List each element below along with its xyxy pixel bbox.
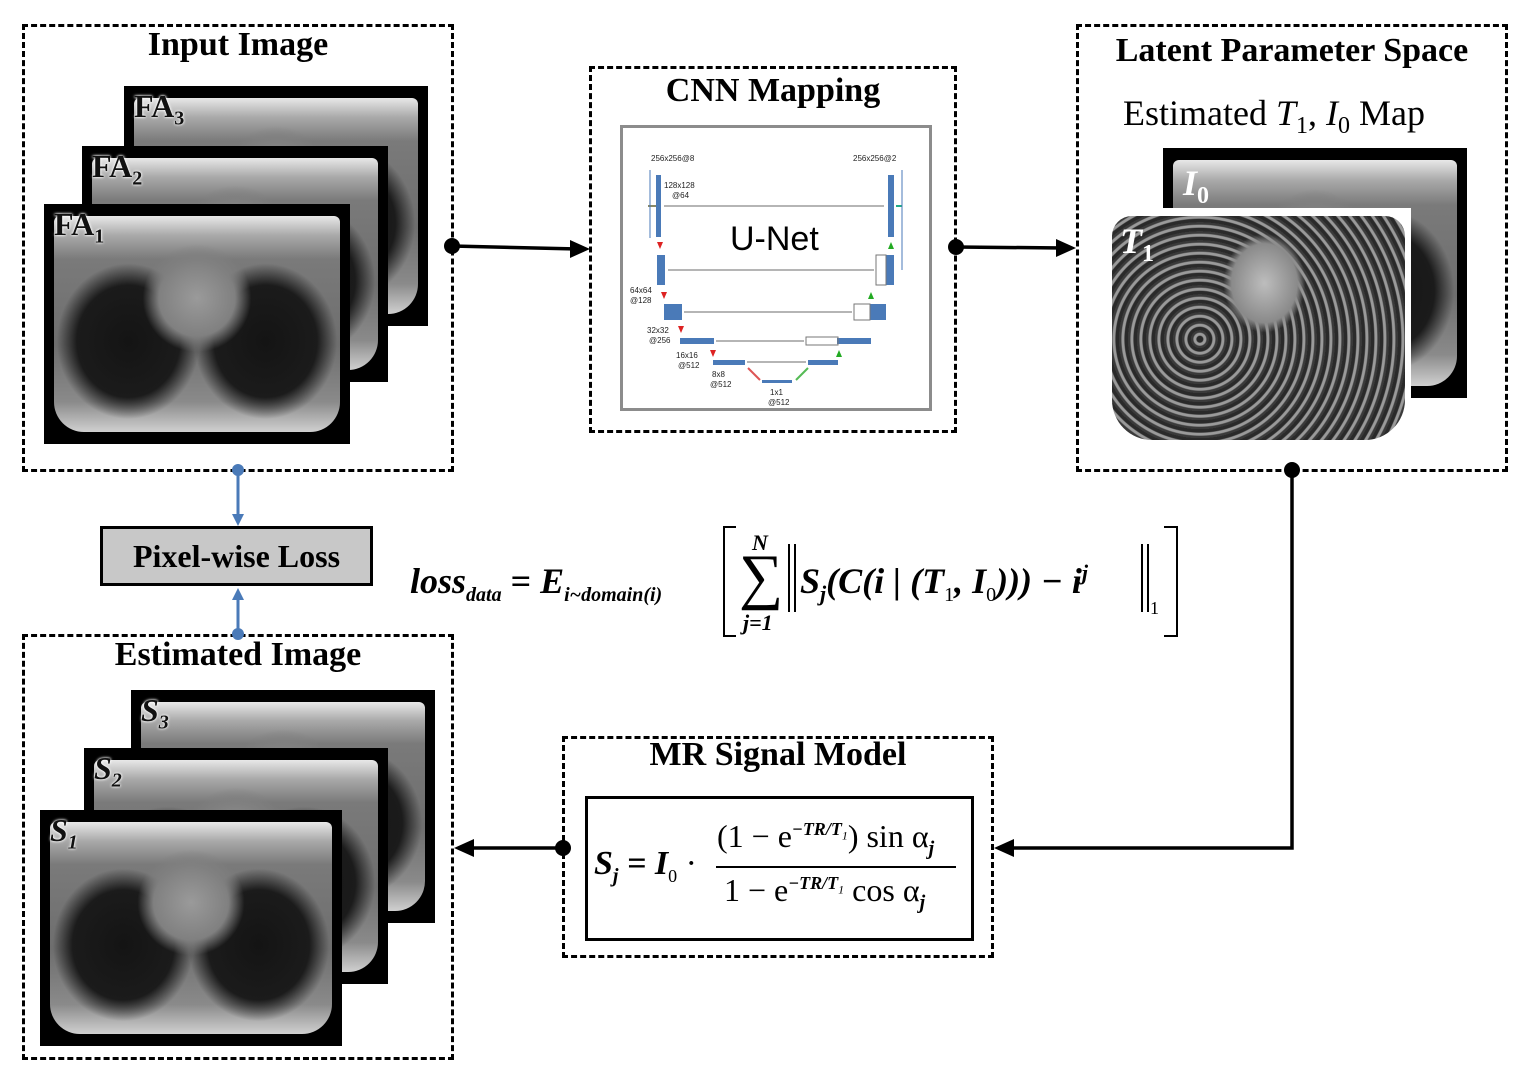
s1-sub: 1 [67,831,78,854]
loss-sum-top: N [752,530,768,555]
fa2-sub: 2 [132,167,143,190]
latent-space-title: Latent Parameter Space [1115,32,1469,69]
dim-16-ch: @512 [678,361,700,370]
s2-sub: 2 [111,769,122,792]
cnn-to-latent-arrow [955,245,1065,250]
loss-E-sub: i~domain(i) [564,584,663,607]
cnn-mapping-title: CNN Mapping [665,72,881,109]
sig-num-sup-sub: 1 [841,828,848,843]
input-image-title: Input Image [147,26,329,63]
est-prefix: Estimated [1123,93,1276,133]
est-i: I [1326,93,1338,133]
dim-256-in: 256x256@8 [651,154,695,163]
estimated-image-title: Estimated Image [114,636,362,673]
dim-128-ch: @64 [672,191,690,200]
loss-lhs-sub: data [466,584,502,607]
t1-sub: 1 [1142,241,1154,268]
est-t: T [1275,93,1296,133]
sig-num-tail-sub: j [928,837,935,860]
sig-num-tail: ) sin α [847,818,929,854]
loss-lhs: loss [410,561,467,601]
i0-sub: 0 [1197,183,1210,210]
s3-label: S [141,692,159,728]
loss-body-b-sub: 1 [944,584,955,607]
signal-lhs: Sj = I0 · [594,845,697,888]
fa1-sub: 1 [94,225,105,248]
sig-eq: = I [618,845,669,882]
loss-body-c-sub: 0 [986,584,997,607]
dim-128: 128x128 [664,181,695,190]
loss-body-d-sup: j [1081,560,1088,585]
input-scan-fa1: FA1 [44,204,350,444]
loss-sum-sign: ∑ [739,543,784,611]
loss-body-c: , I [954,561,987,601]
pixel-wise-loss-box: Pixel-wise Loss [100,526,373,586]
unet-label: U-Net [730,220,819,258]
latent-to-signal-arrow [1008,470,1294,850]
s2-label: S [94,750,112,786]
dim-256-out: 256x256@2 [853,154,897,163]
i0-label: I [1183,163,1198,203]
loss-norm-sub: 1 [1150,598,1159,618]
est-i-sub: 0 [1338,113,1350,140]
unet-diagram [620,125,932,411]
t1-map: T1 [1106,208,1411,444]
signal-numerator: (1 − e−TR/T1) sin αj [717,818,934,860]
estimated-map-label: Estimated T1, I0 Map [1123,92,1425,140]
loss-body-a-sub: j [820,581,827,607]
t1-label: T [1120,221,1142,261]
dim-64-ch: @128 [630,296,652,305]
dim-1-ch: @512 [768,398,790,407]
dim-1: 1x1 [770,388,783,397]
input-to-cnn-arrow [451,244,579,251]
dim-32: 32x32 [647,326,669,335]
sig-eq-sub: 0 [668,865,678,886]
sig-den-tail-sub: j [919,891,926,914]
loss-eq: = [510,561,541,601]
sig-lhs-sub: j [612,864,619,887]
dim-16: 16x16 [676,351,698,360]
sig-num: (1 − e [717,818,792,854]
sig-den-sup: −TR/T [788,873,839,894]
loss-body-d: ))) − i [996,561,1082,601]
est-suffix: Map [1350,93,1425,133]
signal-model-title: MR Signal Model [649,736,907,773]
fa2-label: FA [92,148,133,184]
dim-8: 8x8 [712,370,725,379]
loss-body-b: (C(i | (T [826,561,945,601]
loss-E: E [540,561,565,601]
sig-lhs: S [594,845,613,882]
fa3-label: FA [134,88,175,124]
est-t-sub: 1 [1296,113,1308,140]
loss-formula: lossdata = Ei~domain(i) [410,560,662,607]
signal-denominator: 1 − e−TR/T1 cos αj [724,872,925,914]
loss-body: Sj(C(i | (T1, I0))) − ij [800,560,1088,607]
s3-sub: 3 [158,711,169,734]
s1-label: S [50,812,68,848]
sig-den: 1 − e [724,872,789,908]
est-scan-s1: S1 [40,810,342,1046]
dim-8-ch: @512 [710,380,732,389]
signal-equation-box [585,796,974,941]
sig-den-tail: cos α [844,872,920,908]
fa1-label: FA [54,206,95,242]
sig-dot: · [677,845,697,882]
sig-num-sup: −TR/T [791,819,842,840]
loss-body-a: S [800,561,821,601]
est-comma: , [1308,93,1326,133]
dim-32-ch: @256 [649,336,671,345]
dim-64: 64x64 [630,286,652,295]
loss-sum-bottom: j=1 [743,610,773,635]
fa3-sub: 3 [174,107,185,130]
sig-den-sup-sub: 1 [838,882,845,897]
